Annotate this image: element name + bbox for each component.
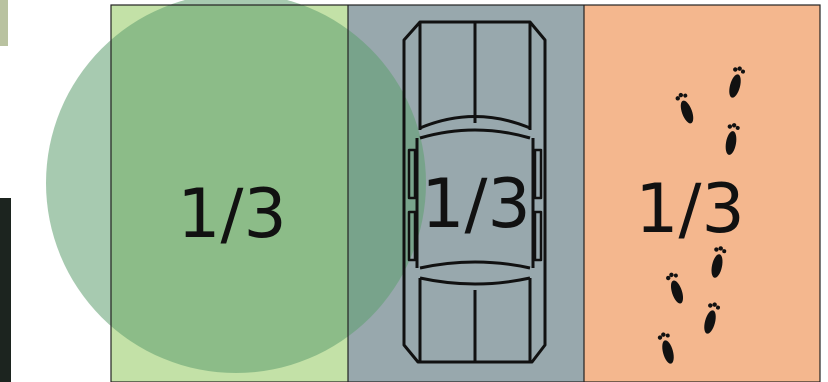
photo-fragment-top bbox=[0, 0, 8, 46]
car-icon bbox=[402, 20, 547, 364]
panel-label-green: 1/3 bbox=[177, 175, 286, 254]
photo-edge-fragments bbox=[0, 0, 11, 382]
footprint bbox=[711, 246, 727, 278]
panel-label-gray: 1/3 bbox=[421, 165, 530, 244]
tree-canopy-circle bbox=[46, 0, 426, 373]
panel-orange bbox=[584, 5, 820, 382]
footprint bbox=[704, 302, 721, 334]
footprint bbox=[666, 272, 684, 304]
footprint bbox=[657, 332, 674, 364]
panel-label-orange: 1/3 bbox=[635, 170, 744, 249]
footprints-icon bbox=[657, 66, 746, 364]
footprint bbox=[725, 123, 740, 155]
footprint bbox=[675, 92, 694, 124]
footprint bbox=[729, 66, 746, 98]
panel-borders bbox=[110, 4, 821, 382]
photo-fragment-bottom bbox=[0, 198, 11, 382]
